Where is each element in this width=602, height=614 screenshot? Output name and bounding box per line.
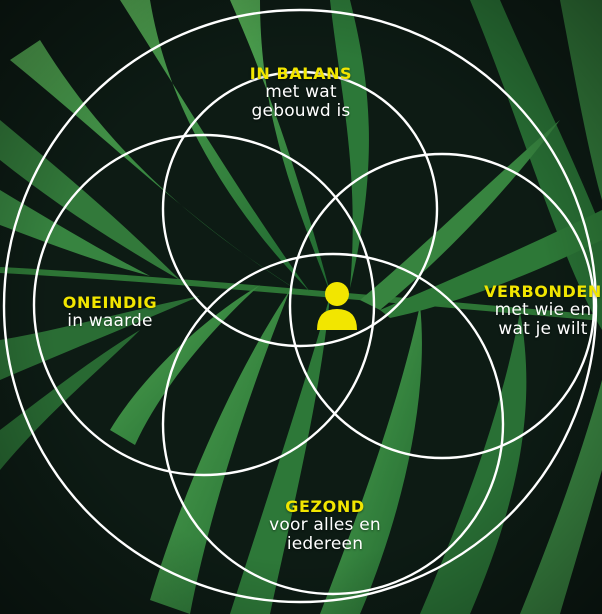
segment-right-line-1: met wie en xyxy=(458,301,602,320)
segment-bottom-line-2: iedereen xyxy=(245,535,405,554)
segment-right-line-2: wat je wilt xyxy=(458,320,602,339)
segment-right-title: VERBONDEN xyxy=(458,282,602,301)
segment-top-label: IN BALANS met wat gebouwd is xyxy=(226,64,376,121)
segment-left-label: ONEINDIG in waarde xyxy=(40,293,180,331)
segment-top-line-2: gebouwd is xyxy=(226,102,376,121)
segment-left-title: ONEINDIG xyxy=(40,293,180,312)
segment-bottom-title: GEZOND xyxy=(245,497,405,516)
segment-left-line-1: in waarde xyxy=(40,312,180,331)
segment-bottom-line-1: voor alles en xyxy=(245,516,405,535)
segment-top-title: IN BALANS xyxy=(226,64,376,83)
segment-bottom-label: GEZOND voor alles en iedereen xyxy=(245,497,405,554)
segment-right-label: VERBONDEN met wie en wat je wilt xyxy=(458,282,602,339)
segment-top-line-1: met wat xyxy=(226,83,376,102)
